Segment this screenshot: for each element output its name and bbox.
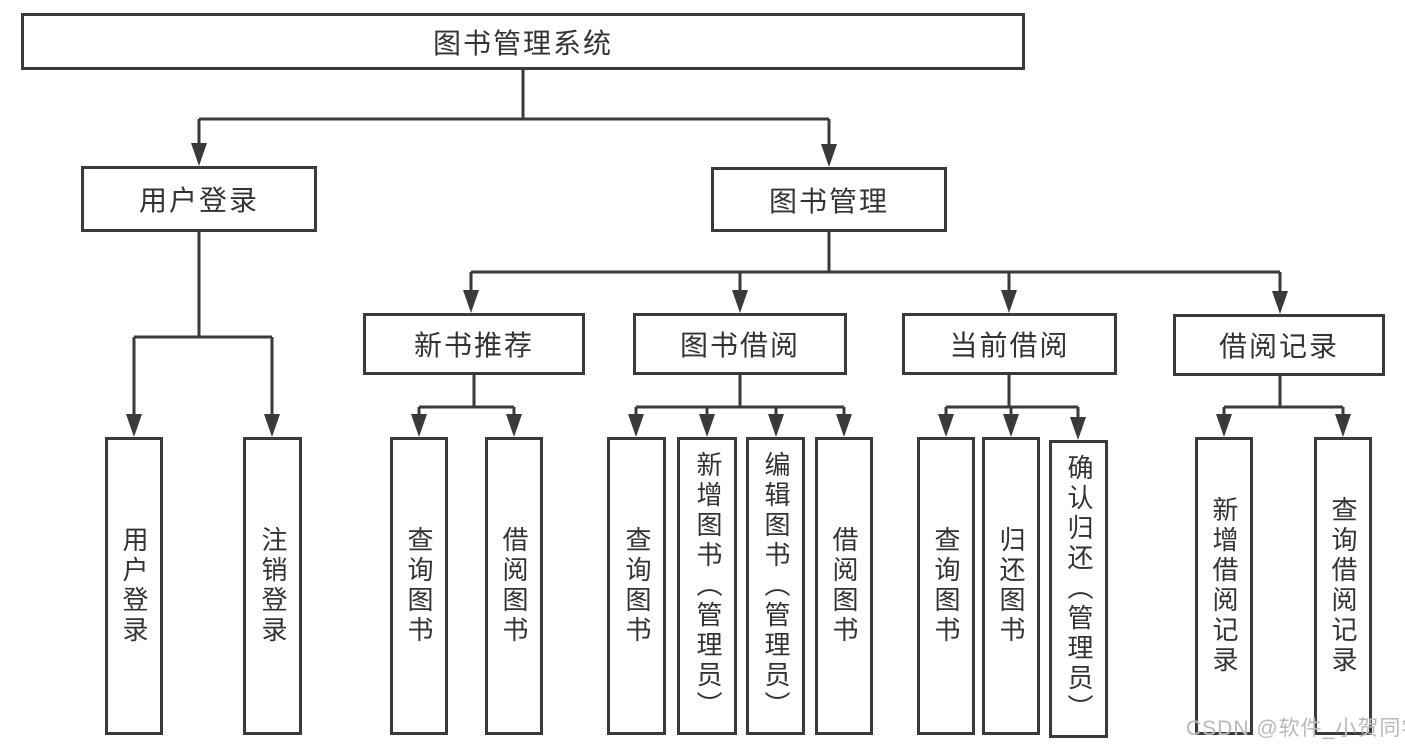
leaf-add-book-admin: 新增图书（管理员） [677, 437, 737, 735]
arrowheads [126, 143, 1351, 440]
connector-paths [132, 70, 1345, 421]
leaf-search-borrow-record: 查询借阅记录 [1314, 437, 1372, 735]
node-library-management-system: 图书管理系统 [21, 13, 1025, 70]
leaf-add-borrow-record: 新增借阅记录 [1195, 437, 1253, 735]
node-new-book-recommend: 新书推荐 [363, 313, 585, 375]
arrowhead [1003, 414, 1019, 437]
arrowhead [1001, 290, 1017, 313]
node-user-login: 用户登录 [81, 166, 317, 232]
arrowhead [821, 144, 837, 167]
leaf-user-login: 用户登录 [105, 437, 163, 735]
arrowhead [1216, 414, 1232, 437]
leaf-confirm-return-admin: 确认归还（管理员） [1049, 440, 1108, 738]
arrowhead [699, 414, 715, 437]
leaf-borrow-book: 借阅图书 [815, 437, 873, 735]
arrowhead [463, 290, 479, 313]
arrowhead [264, 414, 280, 437]
arrowhead [938, 414, 954, 437]
leaf-search-book-recommend: 查询图书 [390, 437, 448, 735]
arrowhead [411, 414, 427, 437]
arrowhead [506, 414, 522, 437]
arrowhead [126, 414, 142, 437]
arrowhead [732, 290, 748, 313]
arrowhead [191, 143, 207, 166]
leaf-edit-book-admin: 编辑图书（管理员） [746, 437, 805, 735]
arrowhead [836, 414, 852, 437]
arrowhead [1272, 291, 1288, 314]
leaf-return-book: 归还图书 [982, 437, 1040, 735]
leaf-borrow-book-recommend: 借阅图书 [485, 437, 543, 735]
arrowhead [1335, 414, 1351, 437]
arrowhead [1070, 417, 1086, 440]
node-borrow-records: 借阅记录 [1173, 314, 1385, 376]
arrowhead [628, 414, 644, 437]
node-book-borrow: 图书借阅 [633, 313, 847, 375]
leaf-search-book-borrow: 查询图书 [607, 437, 666, 735]
arrowhead [768, 414, 784, 437]
watermark: CSDN @软件_小贺同学 [1186, 717, 1405, 740]
leaf-logout-login: 注销登录 [243, 437, 302, 735]
node-current-borrow: 当前借阅 [902, 313, 1117, 375]
node-book-management: 图书管理 [711, 167, 947, 232]
leaf-search-book-current: 查询图书 [917, 437, 975, 735]
